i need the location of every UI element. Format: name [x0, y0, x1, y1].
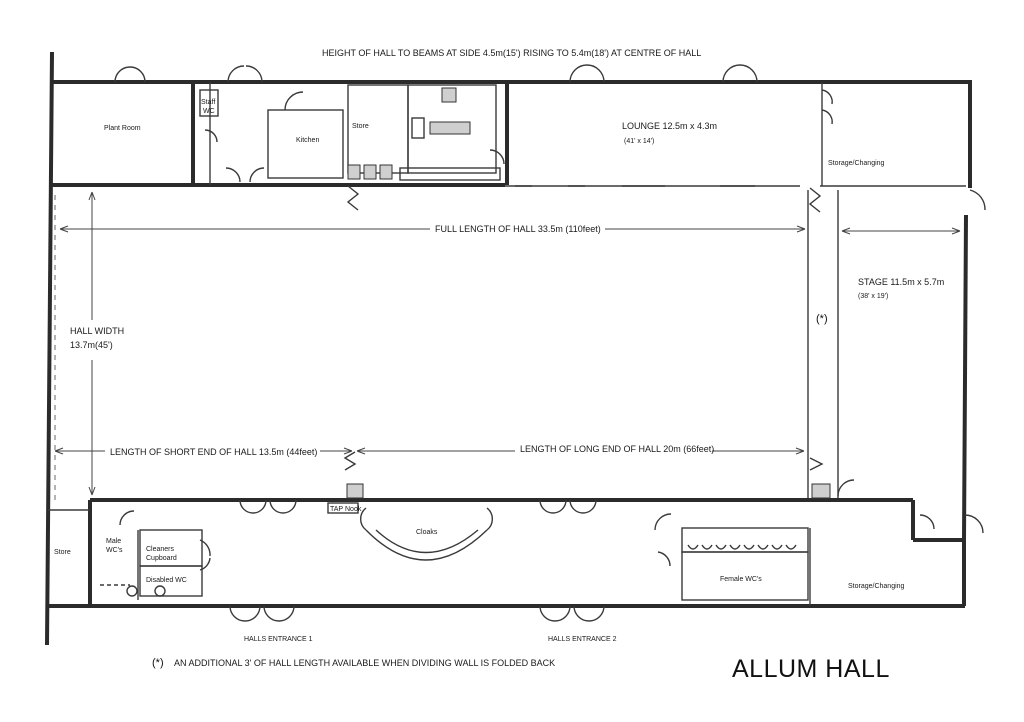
- kitchen-label: Kitchen: [296, 137, 319, 144]
- tap-label: TAP: [330, 506, 343, 513]
- staff-wc-label-1: Staff: [201, 99, 215, 106]
- entrance-1-label: HALLS ENTRANCE 1: [244, 636, 313, 643]
- full-length-label: FULL LENGTH OF HALL 33.5m (110feet): [435, 224, 601, 234]
- cleaners-label-2: Cupboard: [146, 555, 177, 562]
- hall-width-value: 13.7m(45'): [70, 340, 113, 350]
- storage-changing-top-label: Storage/Changing: [828, 160, 885, 167]
- plant-room-label: Plant Room: [104, 125, 141, 132]
- walls: [45, 51, 972, 646]
- disabled-wc-label: Disabled WC: [146, 577, 187, 584]
- male-wc-label-1: Male: [106, 538, 121, 545]
- stage-label: STAGE 11.5m x 5.7m: [858, 277, 944, 287]
- stage-imperial-label: (38' x 19'): [858, 293, 888, 300]
- height-note: HEIGHT OF HALL TO BEAMS AT SIDE 4.5m(15'…: [322, 48, 701, 58]
- kitchen-fixtures: [225, 84, 505, 211]
- cloaks-label: Cloaks: [416, 529, 438, 536]
- staff-wc-label-2: WC: [203, 108, 215, 115]
- kitchen-store-label: Store: [352, 123, 369, 130]
- lounge-label: LOUNGE 12.5m x 4.3m: [622, 121, 717, 131]
- hall-width-label: HALL WIDTH: [70, 326, 124, 336]
- hall-title: ALLUM HALL: [732, 655, 890, 683]
- store-bottom-label: Store: [54, 549, 71, 556]
- bottom-fixtures: [100, 451, 984, 622]
- footnote: AN ADDITIONAL 3' OF HALL LENGTH AVAILABL…: [174, 658, 555, 668]
- storage-changing-bottom-label: Storage/Changing: [848, 583, 905, 590]
- cleaners-label-1: Cleaners: [146, 546, 175, 553]
- long-end-label: LENGTH OF LONG END OF HALL 20m (66feet): [520, 444, 714, 454]
- top-doors: [114, 64, 758, 83]
- male-wc-label-2: WC's: [106, 547, 123, 554]
- entrance-2-label: HALLS ENTRANCE 2: [548, 636, 617, 643]
- female-wc-label: Female WC's: [720, 576, 762, 583]
- lounge-screens: [515, 89, 986, 213]
- tap-label-2: Nook: [345, 506, 362, 513]
- lounge-imperial-label: (41' x 14'): [624, 138, 654, 145]
- labels: HEIGHT OF HALL TO BEAMS AT SIDE 4.5m(15'…: [54, 48, 944, 683]
- divider-marker: (*): [816, 313, 828, 325]
- footnote-marker: (*): [152, 657, 164, 669]
- short-end-label: LENGTH OF SHORT END OF HALL 13.5m (44fee…: [110, 447, 317, 457]
- staff-wc-fixtures: [199, 89, 219, 143]
- dimension-lines: [54, 191, 961, 500]
